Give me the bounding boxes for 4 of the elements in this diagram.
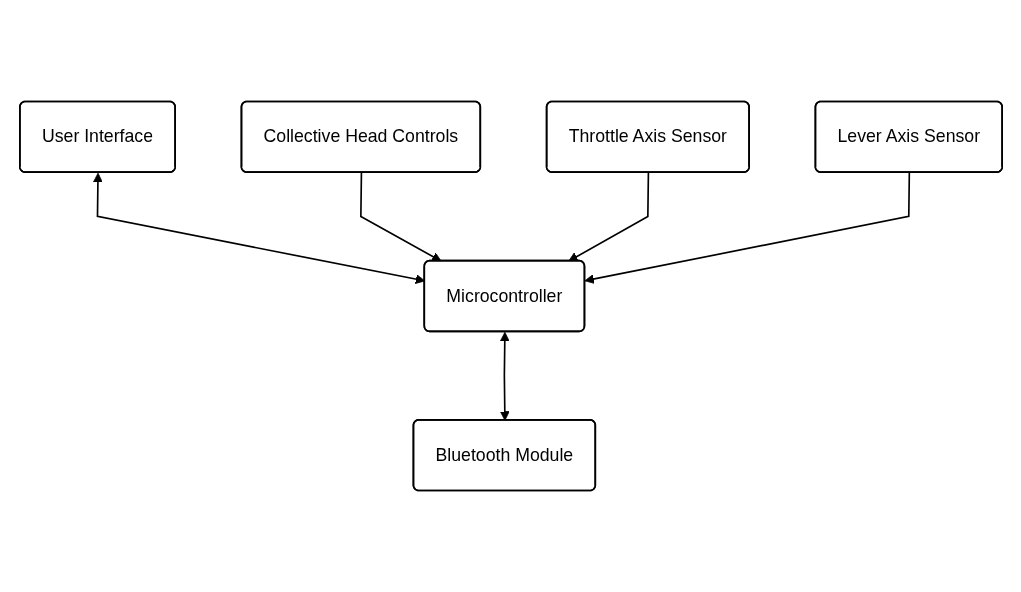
arrow bbox=[359, 171, 442, 262]
arrow bbox=[499, 331, 510, 421]
arrow bbox=[567, 171, 649, 262]
arrow bbox=[584, 171, 910, 284]
